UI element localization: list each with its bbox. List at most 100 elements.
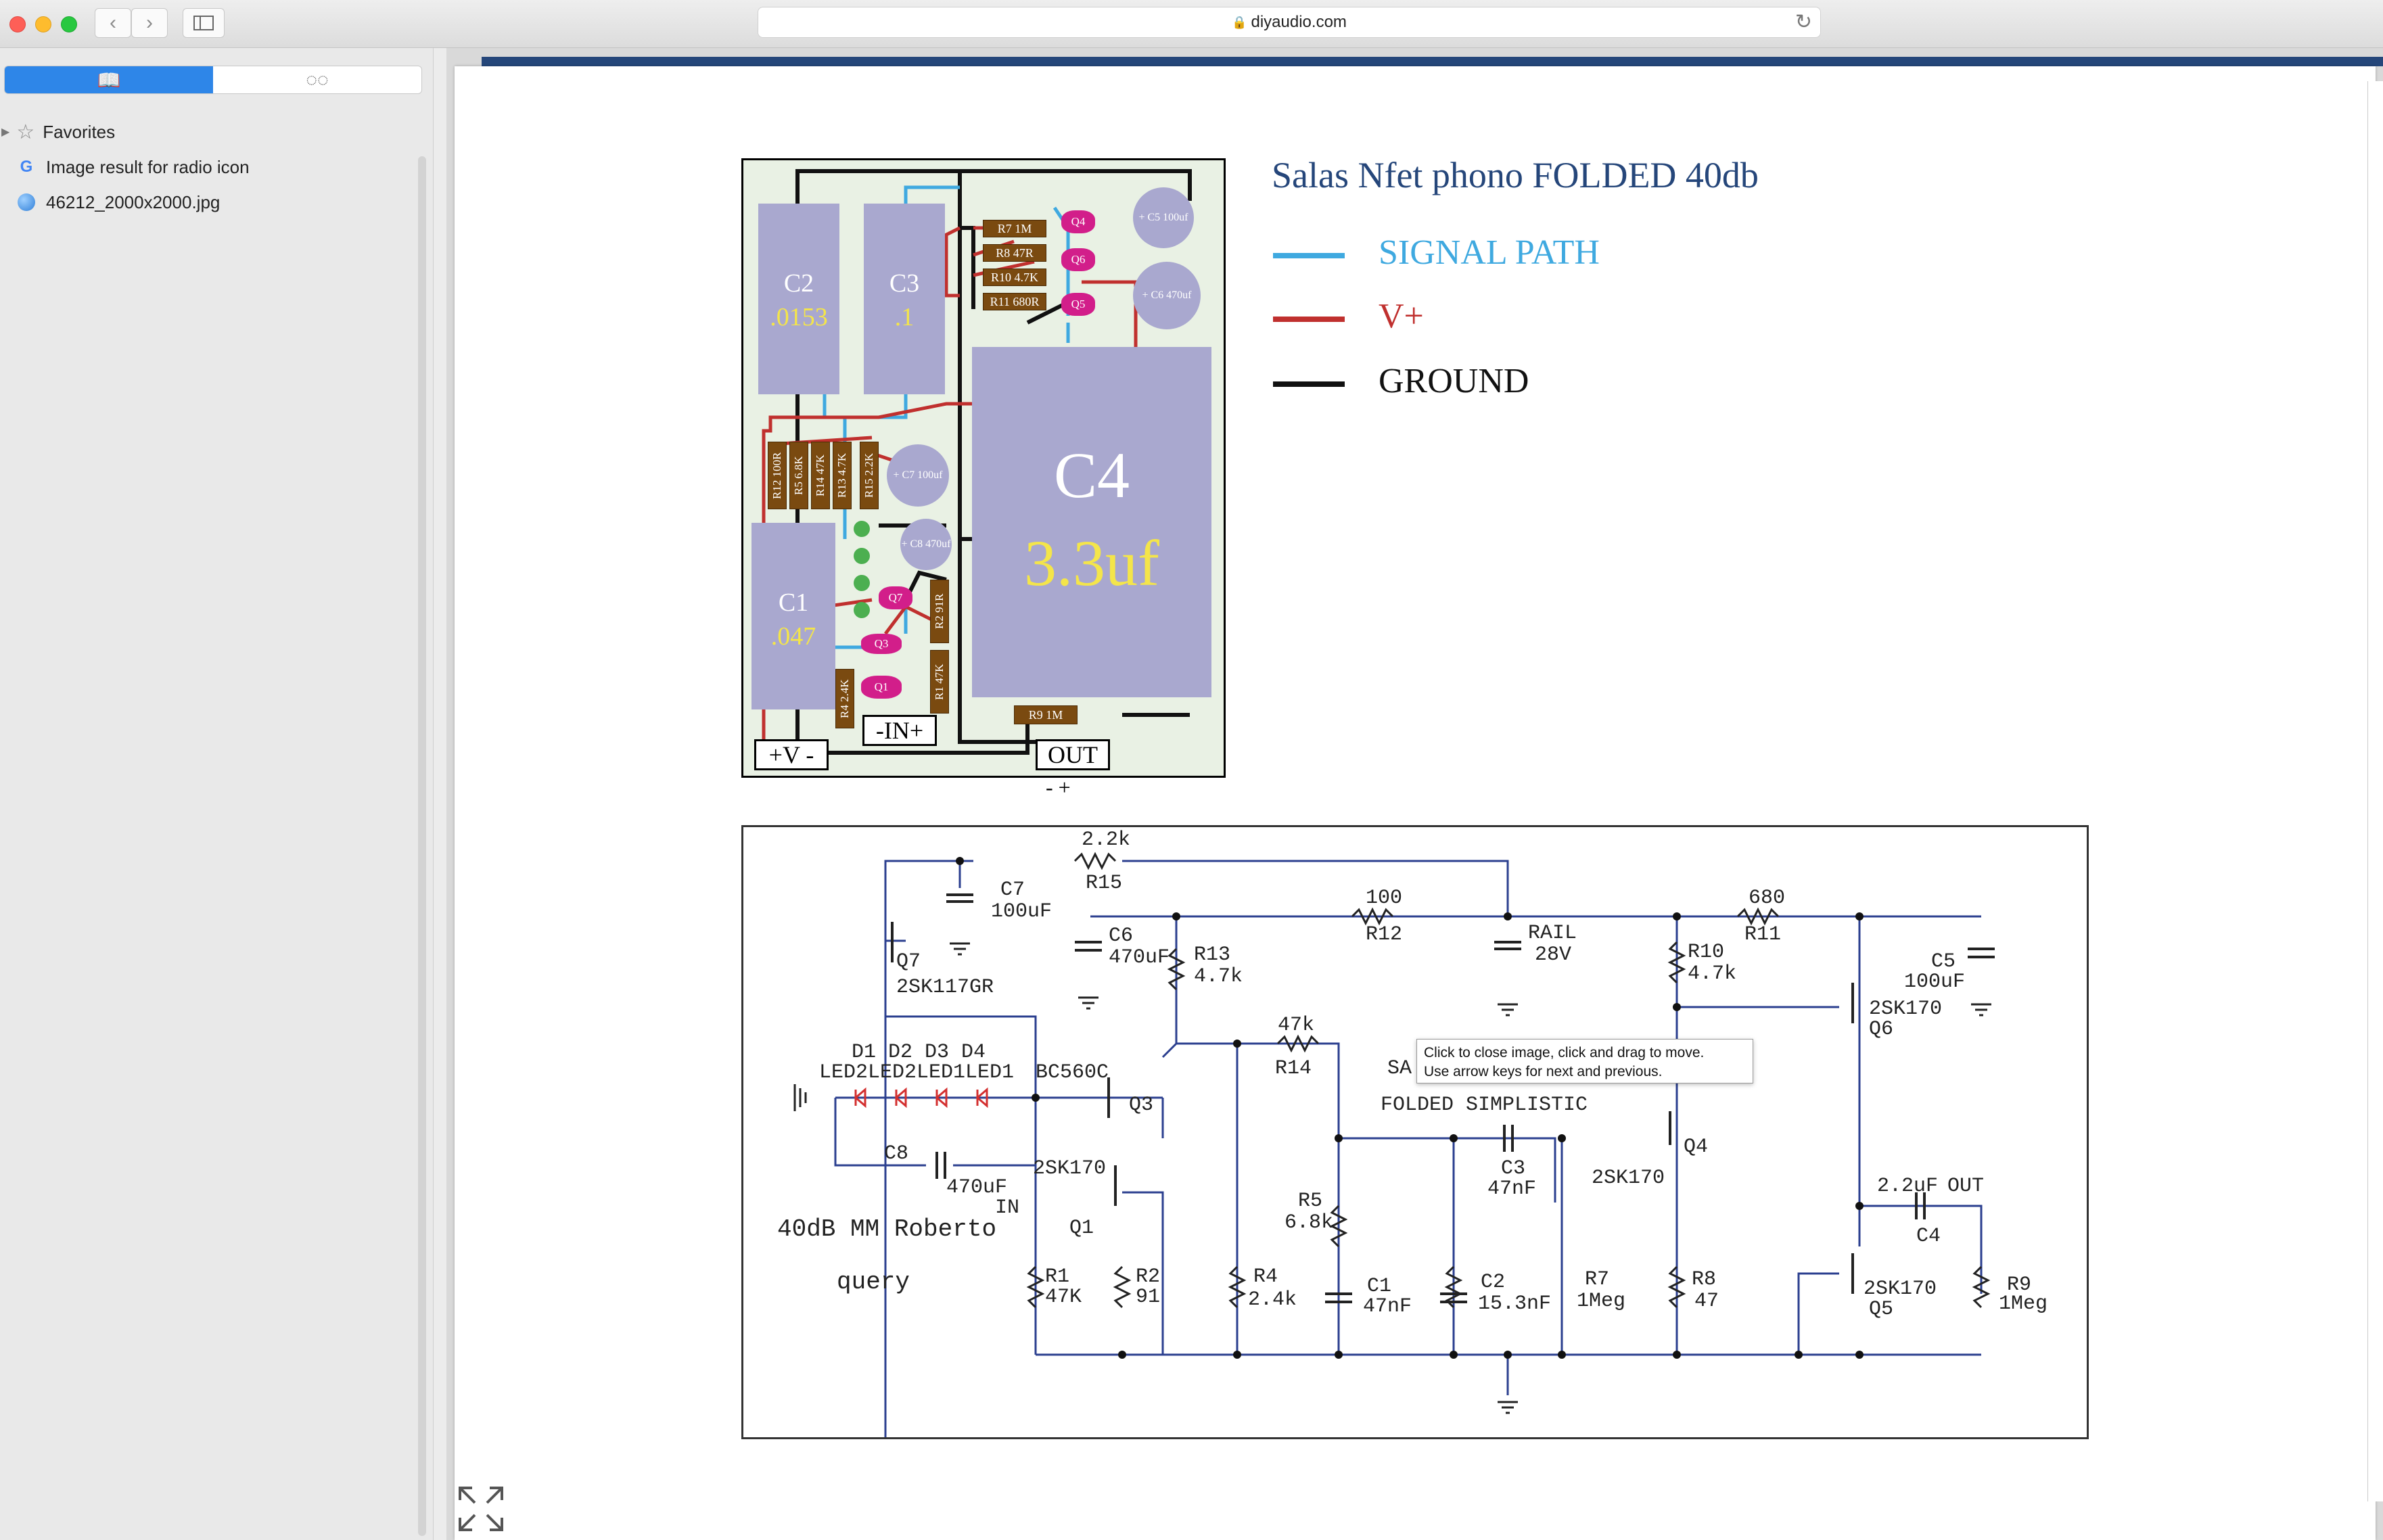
c2-name: C2 [1481,1271,1505,1294]
zoom-window-button[interactable] [61,16,77,32]
c3-value: .1 [894,303,915,331]
q7-part: 2SK117GR [896,976,994,999]
resistor-r15: R15 2.2K [860,442,879,509]
resistor-r13: R13 4.7K [833,442,852,509]
image-viewer-tooltip: Click to close image, click and drag to … [1416,1039,1753,1083]
c3-value: 47nF [1487,1177,1536,1200]
c7-value: 100uF [991,900,1052,923]
q1-name: Q1 [1069,1217,1094,1240]
resistor-r9: R9 1M [1014,705,1078,724]
r12-value: 100 [1366,887,1402,910]
schematic-labels: 2.2k R15 C7 100uF Q7 2SK117GR C6 470uF R… [777,829,2047,1321]
sidebar-scrollbar[interactable] [418,156,426,1536]
r8-name: R8 [1692,1268,1716,1291]
fet-q4: Q4 [1061,210,1095,233]
legend-signal-label: SIGNAL PATH [1379,233,1600,272]
capacitor-c7: + C7 100uf [887,444,949,507]
schematic-diagram: 2.2k R15 C7 100uF Q7 2SK117GR C6 470uF R… [741,825,2089,1439]
c4-value: 2.2uF [1877,1175,1938,1198]
disclosure-triangle-icon[interactable]: ▶ [1,126,10,138]
capacitor-c1 [751,523,835,709]
close-window-button[interactable] [9,16,26,32]
terminal-power: +V - [754,739,829,770]
capacitor-c8: + C8 470uf [900,519,952,570]
q6-part: 2SK170 [1869,998,1942,1021]
favorites-folder[interactable]: ▶ ☆ Favorites [0,118,115,145]
r4-value: 2.4k [1248,1288,1297,1311]
glasses-icon: ◌◌ [306,69,329,90]
q5-part: 2SK170 [1864,1278,1937,1301]
fet-q7: Q7 [879,586,912,609]
r5-value: 6.8k [1285,1211,1333,1234]
bookmarks-tab[interactable]: 📖 [5,66,213,93]
sidebar: 📖 ◌◌ ▶ ☆ Favorites G Image result for ra… [0,48,434,1540]
resistor-r11: R11 680R [983,293,1046,310]
tooltip-line-1: Click to close image, click and drag to … [1424,1045,1705,1060]
r5-name: R5 [1298,1190,1322,1213]
bookmark-item[interactable]: 46212_2000x2000.jpg [18,189,220,216]
forward-button[interactable]: › [131,8,168,38]
bc560-label: BC560C [1036,1061,1109,1084]
c3-label: C3 [889,269,920,298]
reload-icon[interactable]: ↻ [1795,11,1812,33]
c5-name: C5 [1931,950,1956,973]
c3-name: C3 [1501,1157,1525,1180]
r1-name: R1 [1045,1265,1069,1288]
r4-name: R4 [1253,1265,1278,1288]
q1-part: 2SK170 [1033,1157,1106,1180]
c1-value: .047 [770,622,816,651]
capacitor-c2 [758,204,839,394]
reading-list-tab[interactable]: ◌◌ [213,66,421,93]
legend-vplus-swatch [1273,317,1345,322]
fet-q5: Q5 [1061,293,1095,316]
legend-title: Salas Nfet phono FOLDED 40db [1272,155,1759,195]
c8-value: 470uF [946,1176,1007,1199]
schematic-wires [793,851,1995,1437]
rail-label: RAIL [1528,922,1577,945]
r2-name: R2 [1136,1265,1160,1288]
r8-value: 47 [1694,1290,1719,1313]
title-sa: SA [1387,1057,1412,1080]
led-string [854,521,870,618]
bookmark-item[interactable]: G Image result for radio icon [18,154,250,181]
expand-icon [459,1487,503,1531]
resistor-r5: R5 6.8K [789,442,808,509]
c6-value: 470uF [1109,946,1170,969]
sidebar-segmented-control: 📖 ◌◌ [4,66,422,94]
back-button[interactable]: ‹ [95,8,131,38]
title-folded: FOLDED SIMPLISTIC [1381,1094,1588,1117]
browser-toolbar: ‹ › 🔒 diyaudio.com ↻ [0,0,2383,48]
terminal-input: -IN+ [862,715,937,746]
c2-label: C2 [783,269,814,298]
legend-signal-swatch [1273,253,1345,258]
c8-name: C8 [884,1142,908,1165]
book-icon: 📖 [97,69,121,91]
expand-image-button[interactable] [457,1485,505,1533]
sidebar-toggle-button[interactable] [183,8,225,38]
favorites-label: Favorites [43,121,116,142]
out-label: OUT [1947,1175,1984,1198]
c6-name: C6 [1109,925,1133,948]
diode-names: D1 D2 D3 D4 [852,1041,986,1064]
resistor-r12: R12 100R [768,442,787,509]
chevron-left-icon: ‹ [110,11,116,34]
legend-vplus-label: V+ [1379,297,1424,335]
pcb-layout: C2 .0153 C3 .1 C4 3.3uf C1 .047 + C5 100… [741,158,1226,778]
in-label: IN [995,1196,1019,1219]
google-icon: G [20,158,33,176]
c1-label: C1 [778,588,809,617]
address-bar[interactable]: 🔒 diyaudio.com ↻ [758,7,1821,38]
background-page-edge [2367,81,2383,1501]
sidebar-icon [193,16,214,30]
capacitor-c4 [972,347,1211,697]
minimize-window-button[interactable] [35,16,51,32]
chevron-right-icon: › [146,11,153,34]
c5-value: 100uF [1904,971,1965,994]
r7-value: 1Meg [1577,1290,1625,1313]
r9-name: R9 [2007,1274,2031,1297]
q3-name: Q3 [1129,1094,1153,1117]
resistor-r1: R1 47K [930,650,949,714]
r1-value: 47K [1045,1286,1082,1309]
capacitor-c5: + C5 100uf [1133,187,1194,248]
r2-value: 91 [1136,1286,1160,1309]
